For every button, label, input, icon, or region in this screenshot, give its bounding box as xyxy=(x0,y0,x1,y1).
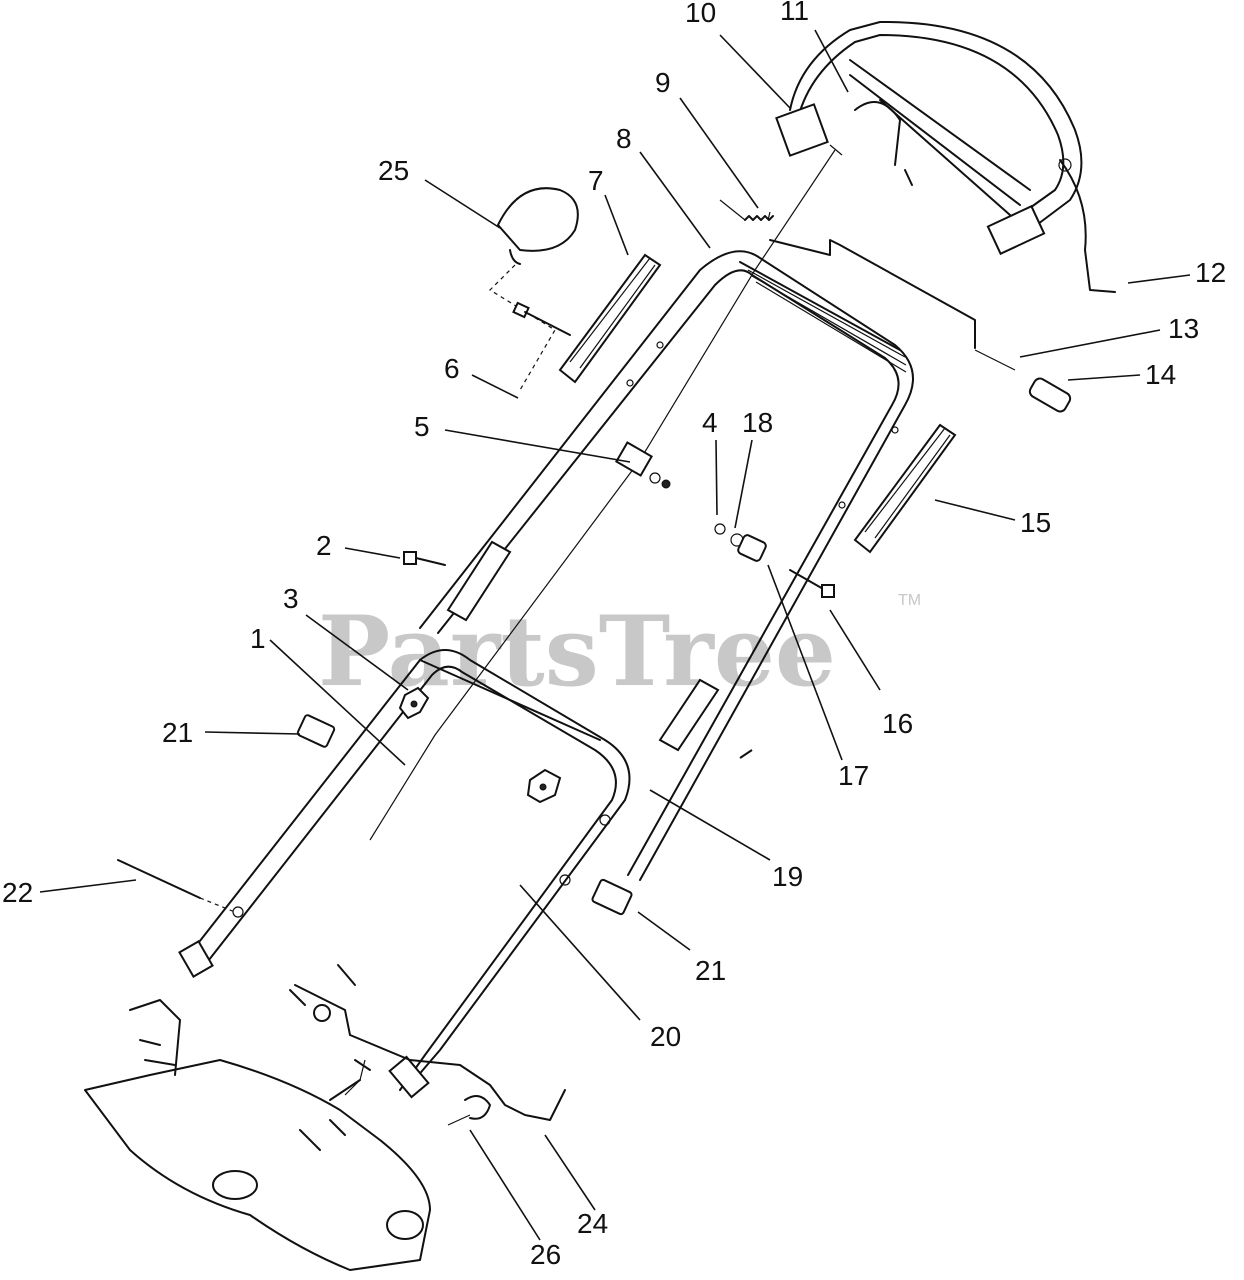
callout-26: 26 xyxy=(530,1239,561,1270)
callout-7: 7 xyxy=(588,165,604,196)
cable-cover-left xyxy=(558,253,662,384)
handle-knob xyxy=(489,187,579,391)
bail-rod xyxy=(769,239,1072,413)
callout-12: 12 xyxy=(1195,257,1226,288)
callout-24: 24 xyxy=(577,1208,608,1239)
callout-16: 16 xyxy=(882,708,913,739)
callout-5: 5 xyxy=(414,411,430,442)
spring xyxy=(719,199,774,221)
handle-bracket-left xyxy=(296,714,336,748)
callout-4: 4 xyxy=(702,407,718,438)
rear-linkage xyxy=(289,964,566,1126)
handle-bracket-right xyxy=(591,878,633,916)
callout-6: 6 xyxy=(444,353,460,384)
callout-10: 10 xyxy=(685,0,716,28)
mower-deck xyxy=(84,999,431,1271)
handle-sleeves xyxy=(446,540,753,759)
callout-9: 9 xyxy=(655,67,671,98)
parts-drawing xyxy=(84,20,1116,1271)
cable-clip xyxy=(615,441,671,489)
callout-21-left: 21 xyxy=(162,717,193,748)
callout-1: 1 xyxy=(250,623,266,654)
callout-8: 8 xyxy=(616,123,632,154)
knob-hardware xyxy=(714,523,767,562)
callout-22: 22 xyxy=(2,877,33,908)
upper-handle xyxy=(419,250,914,881)
callout-11: 11 xyxy=(780,0,809,26)
handle-knob-19 xyxy=(526,768,562,804)
handle-knob-3 xyxy=(398,686,430,720)
callout-3: 3 xyxy=(283,583,299,614)
callout-17: 17 xyxy=(838,760,869,791)
callout-20: 20 xyxy=(650,1021,681,1052)
watermark-trademark: TM xyxy=(898,592,921,609)
callout-13: 13 xyxy=(1168,313,1199,344)
callout-2: 2 xyxy=(316,530,332,561)
bolt-6 xyxy=(512,301,571,336)
cable-cover-right xyxy=(853,423,957,554)
callout-21-right: 21 xyxy=(695,955,726,986)
lower-handle xyxy=(178,649,631,1099)
control-bail-assembly xyxy=(775,20,1116,293)
bolt-2 xyxy=(403,551,446,566)
callout-14: 14 xyxy=(1145,359,1176,390)
pin-22 xyxy=(117,859,236,913)
callout-15: 15 xyxy=(1020,507,1051,538)
callout-19: 19 xyxy=(772,861,803,892)
control-cable xyxy=(369,144,843,841)
callout-18: 18 xyxy=(742,407,773,438)
leader-lines xyxy=(39,29,1191,1241)
bolt-16 xyxy=(789,569,835,598)
callout-25: 25 xyxy=(378,155,409,186)
watermark-text: PartsTree xyxy=(318,595,836,708)
callout-labels: 10 11 9 8 25 7 12 13 14 6 5 4 18 15 2 3 … xyxy=(2,0,1226,1270)
